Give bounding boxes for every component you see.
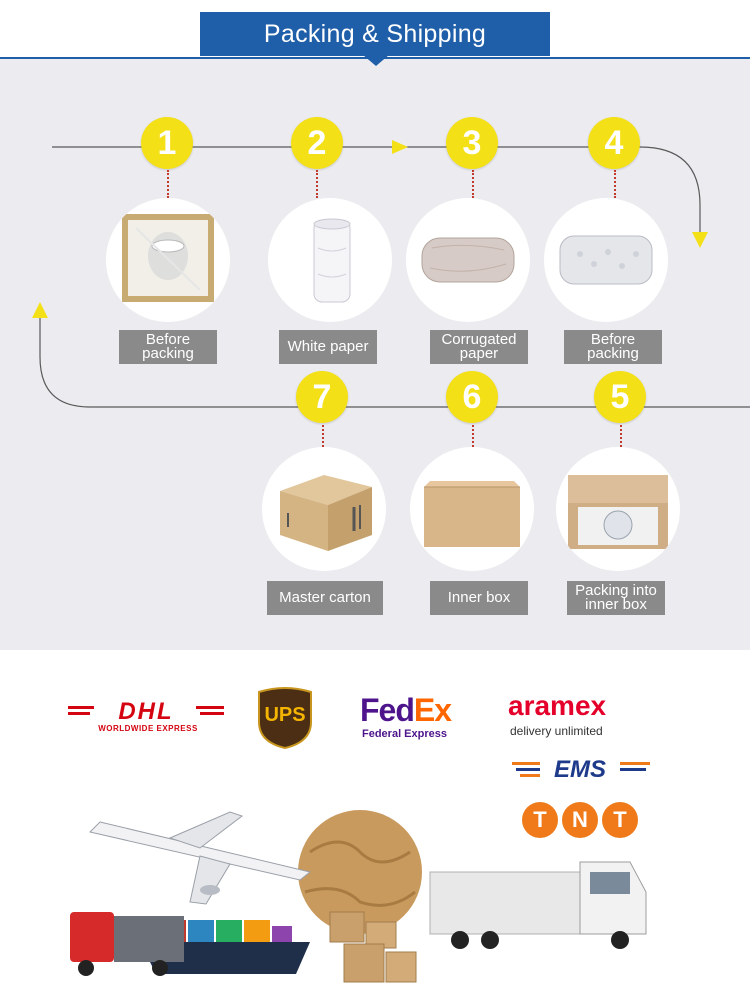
step-4-connector xyxy=(614,170,616,198)
cardboard-boxes-icon xyxy=(329,911,417,983)
packing-process-section: Packing & Shipping 1 Before packing 2 Wh… xyxy=(0,0,750,650)
aramex-tagline: delivery unlimited xyxy=(510,724,603,738)
step-6-photo xyxy=(410,447,534,571)
tnt-letter-t2: T xyxy=(602,802,638,838)
fedex-wordmark-ex: Ex xyxy=(413,692,452,728)
shipping-carriers-section: DHL WORLDWIDE EXPRESS UPS FedEx Federal … xyxy=(0,652,750,1000)
flow-arrow-up-icon xyxy=(32,302,48,318)
step-2-label: White paper xyxy=(279,330,377,364)
wrapped-glass-in-bag-icon xyxy=(122,214,214,302)
packing-into-inner-box-icon xyxy=(568,475,668,549)
airplane-icon xyxy=(89,811,312,905)
step-5-badge: 5 xyxy=(594,371,646,423)
inner-box-icon xyxy=(424,481,520,547)
step-5-label: Packing into inner box xyxy=(567,581,665,615)
step-3-label: Corrugated paper xyxy=(430,330,528,364)
step-4-label: Before packing xyxy=(564,330,662,364)
ems-wordmark: EMS xyxy=(553,756,606,783)
tnt-logo: T N T xyxy=(522,802,640,842)
step-7-connector xyxy=(322,425,324,447)
step-2-badge: 2 xyxy=(291,117,343,169)
process-flow-line xyxy=(32,140,750,408)
step-2-connector xyxy=(316,170,318,198)
step-3-connector xyxy=(472,170,474,198)
step-5-connector xyxy=(620,425,622,447)
step-1-label: Before packing xyxy=(119,330,217,364)
dhl-wordmark: DHL xyxy=(118,698,174,725)
section-title: Packing & Shipping xyxy=(200,12,550,56)
fedex-tagline: Federal Express xyxy=(362,728,447,740)
step-1-badge: 1 xyxy=(141,117,193,169)
white-paper-roll-icon xyxy=(313,218,351,303)
step-7-photo xyxy=(262,447,386,571)
ups-logo: UPS xyxy=(257,686,313,750)
aramex-logo: aramex delivery unlimited xyxy=(508,690,668,748)
step-1-connector xyxy=(167,170,169,198)
aramex-wordmark: aramex xyxy=(508,690,607,721)
step-4-photo xyxy=(544,198,668,322)
ups-shield-icon xyxy=(258,687,312,750)
dhl-logo: DHL WORLDWIDE EXPRESS xyxy=(68,698,228,740)
dhl-speed-lines-icon xyxy=(68,706,224,715)
ems-speed-lines-icon xyxy=(512,762,650,777)
tnt-letter-n: N xyxy=(562,802,598,838)
ups-wordmark: UPS xyxy=(264,704,306,726)
step-5-photo xyxy=(556,447,680,571)
bubble-wrap-bundle-icon xyxy=(559,235,653,285)
step-6-connector xyxy=(472,425,474,447)
step-3-photo xyxy=(406,198,530,322)
master-carton-icon xyxy=(280,475,372,551)
dhl-tagline: WORLDWIDE EXPRESS xyxy=(98,724,198,733)
red-truck-icon xyxy=(70,912,184,976)
fedex-wordmark-fed: Fed xyxy=(360,692,415,728)
fedex-logo: FedEx Federal Express xyxy=(360,692,484,748)
corrugated-paper-wrap-icon xyxy=(421,237,515,283)
step-4-badge: 4 xyxy=(588,117,640,169)
step-6-label: Inner box xyxy=(430,581,528,615)
flow-arrow-down-icon xyxy=(692,232,708,248)
globe-icon xyxy=(298,810,422,934)
step-3-badge: 3 xyxy=(446,117,498,169)
transport-illustration xyxy=(70,810,647,983)
flow-arrow-right-icon xyxy=(392,140,408,154)
ems-logo: EMS xyxy=(512,756,652,788)
white-semi-truck-icon xyxy=(429,861,647,949)
title-pointer xyxy=(363,55,389,66)
step-2-photo xyxy=(268,198,392,322)
step-6-badge: 6 xyxy=(446,371,498,423)
tnt-letter-t1: T xyxy=(522,802,558,838)
step-7-badge: 7 xyxy=(296,371,348,423)
step-7-label: Master carton xyxy=(267,581,383,615)
step-1-photo xyxy=(106,198,230,322)
